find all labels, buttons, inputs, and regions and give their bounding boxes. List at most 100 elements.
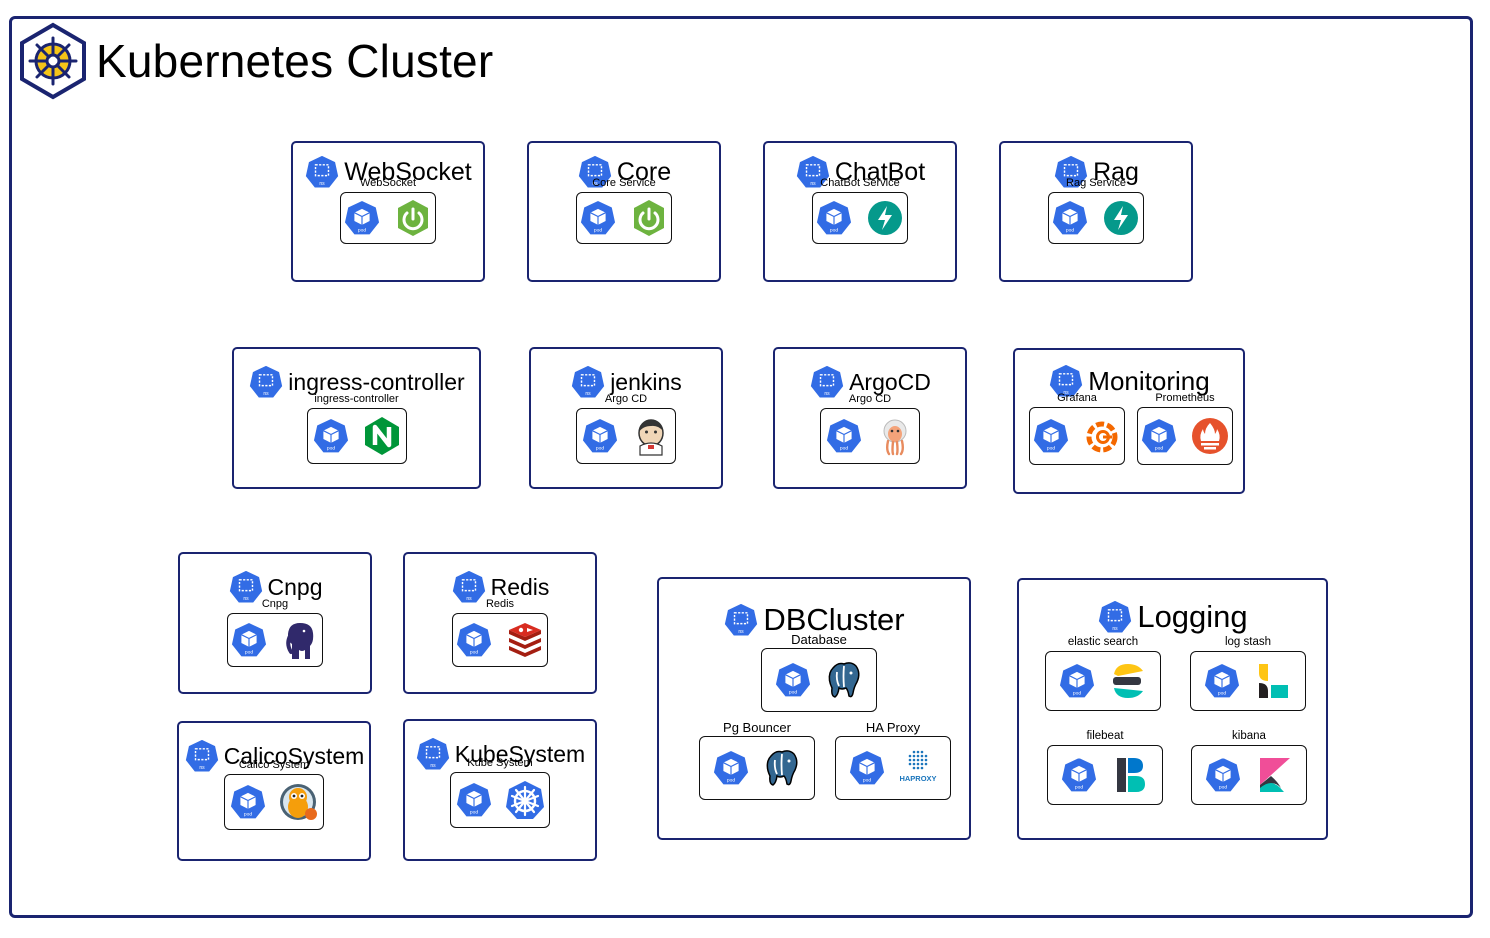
elasticsearch-icon xyxy=(1113,664,1143,698)
pod-box[interactable]: pod xyxy=(452,613,548,667)
namespace-title: Monitoring xyxy=(1088,365,1210,396)
namespace-title: ArgoCD xyxy=(849,368,931,395)
pod-box[interactable]: pod xyxy=(761,648,877,712)
namespace-title: KubeSystem xyxy=(454,740,586,767)
svg-text:ns: ns xyxy=(243,596,249,602)
svg-text:ns: ns xyxy=(1068,181,1074,187)
pod-box[interactable]: pod xyxy=(340,192,436,244)
service-kibana[interactable]: kibana pod xyxy=(1191,730,1307,805)
svg-text:pod: pod xyxy=(1155,446,1163,452)
namespace-header: ns Monitoring xyxy=(1015,362,1243,400)
service-label: filebeat xyxy=(1086,730,1124,742)
service-postgres[interactable]: Pg Bouncer pod xyxy=(699,721,815,800)
pod-icon: pod xyxy=(343,198,381,238)
pod-box[interactable]: pod xyxy=(306,408,407,464)
svg-text:ns: ns xyxy=(1064,390,1070,396)
svg-text:ns: ns xyxy=(739,629,745,635)
pod-box[interactable]: pod xyxy=(576,192,672,244)
pod-box[interactable]: pod xyxy=(450,772,550,828)
pod-box[interactable]: pod xyxy=(1048,192,1144,244)
namespace-icon: ns xyxy=(809,363,845,401)
pod-box[interactable]: pod xyxy=(1191,745,1307,805)
svg-text:pod: pod xyxy=(245,650,253,656)
svg-text:pod: pod xyxy=(596,446,604,452)
svg-text:ns: ns xyxy=(320,181,326,187)
svg-text:ns: ns xyxy=(592,181,598,187)
pod-icon: pod xyxy=(1060,755,1098,795)
svg-text:pod: pod xyxy=(1075,785,1083,791)
svg-text:ns: ns xyxy=(430,763,436,769)
pod-icon: pod xyxy=(1058,661,1096,701)
pod-box[interactable]: pod xyxy=(1029,407,1125,465)
service-prometheus[interactable]: Prometheus pod xyxy=(1137,392,1233,465)
postgres-icon xyxy=(766,750,798,786)
namespace-icon: ns xyxy=(184,737,220,775)
service-filebeat[interactable]: filebeat pod xyxy=(1047,730,1163,805)
pod-box[interactable]: pod xyxy=(1137,407,1233,465)
jenkins-icon xyxy=(638,419,664,456)
pod-icon: pod xyxy=(455,780,493,820)
service-jenkins[interactable]: Argo CD pod xyxy=(576,393,676,464)
svg-text:pod: pod xyxy=(863,778,871,784)
namespace-title: Redis xyxy=(490,573,550,600)
pod-icon: pod xyxy=(848,748,886,788)
service-spring[interactable]: Core Service pod xyxy=(576,177,672,244)
pod-icon: pod xyxy=(815,198,853,238)
namespace-title: ingress-controller xyxy=(288,368,465,395)
redis-icon xyxy=(509,623,541,657)
service-grafana[interactable]: Grafana pod xyxy=(1029,392,1125,465)
service-label: Rag Service xyxy=(1066,177,1126,189)
service-cnpg-elephant[interactable]: Cnpg pod xyxy=(227,598,323,667)
pod-box[interactable]: pod xyxy=(812,192,908,244)
service-label: log stash xyxy=(1224,636,1272,648)
pod-box[interactable]: pod xyxy=(1047,745,1163,805)
service-label: HA Proxy xyxy=(865,720,921,735)
service-label: Database xyxy=(791,632,847,647)
namespace-header: ns jenkins xyxy=(531,363,721,401)
namespace-icon: ns xyxy=(451,568,487,606)
pod-box[interactable]: pod xyxy=(1045,651,1161,711)
pod-box[interactable]: pod xyxy=(227,613,323,667)
service-elasticsearch[interactable]: elastic search pod xyxy=(1045,636,1161,711)
service-logstash[interactable]: log stash pod xyxy=(1190,636,1306,711)
service-label: Argo CD xyxy=(604,393,648,405)
pod-box[interactable]: pod xyxy=(1190,651,1306,711)
service-nginx[interactable]: ingress-controller pod xyxy=(306,393,407,464)
service-fastapi[interactable]: Rag Service pod xyxy=(1048,177,1144,244)
service-spring[interactable]: WebSocket pod xyxy=(340,177,436,244)
service-calico[interactable]: Calico System pod xyxy=(224,759,324,830)
service-fastapi[interactable]: ChatBot Service pod xyxy=(812,177,908,244)
namespace-icon: ns xyxy=(415,735,451,773)
service-redis[interactable]: Redis pod xyxy=(452,598,548,667)
svg-text:pod: pod xyxy=(244,812,252,818)
namespace-header: ns KubeSystem xyxy=(405,735,595,773)
svg-text:ns: ns xyxy=(586,391,592,397)
service-label: Prometheus xyxy=(1155,392,1215,404)
svg-text:pod: pod xyxy=(358,228,366,234)
service-postgres[interactable]: Database pod xyxy=(761,633,877,712)
service-label: kibana xyxy=(1232,730,1266,742)
kibana-icon xyxy=(1260,758,1290,792)
pod-box[interactable]: pod xyxy=(699,736,815,800)
namespace-icon: ns xyxy=(304,153,340,191)
pod-icon: pod xyxy=(1204,755,1242,795)
pod-box[interactable]: pod xyxy=(576,408,676,464)
pod-box[interactable]: pod xyxy=(820,408,920,464)
nginx-icon xyxy=(364,417,399,455)
namespace-title: jenkins xyxy=(610,368,682,395)
pod-icon: pod xyxy=(712,748,750,788)
pod-box[interactable]: pod xyxy=(224,774,324,830)
pod-icon: pod xyxy=(229,782,267,822)
service-kubernetes-wheel[interactable]: Kube System pod xyxy=(450,757,550,828)
service-argo[interactable]: Argo CD pod xyxy=(820,393,920,464)
